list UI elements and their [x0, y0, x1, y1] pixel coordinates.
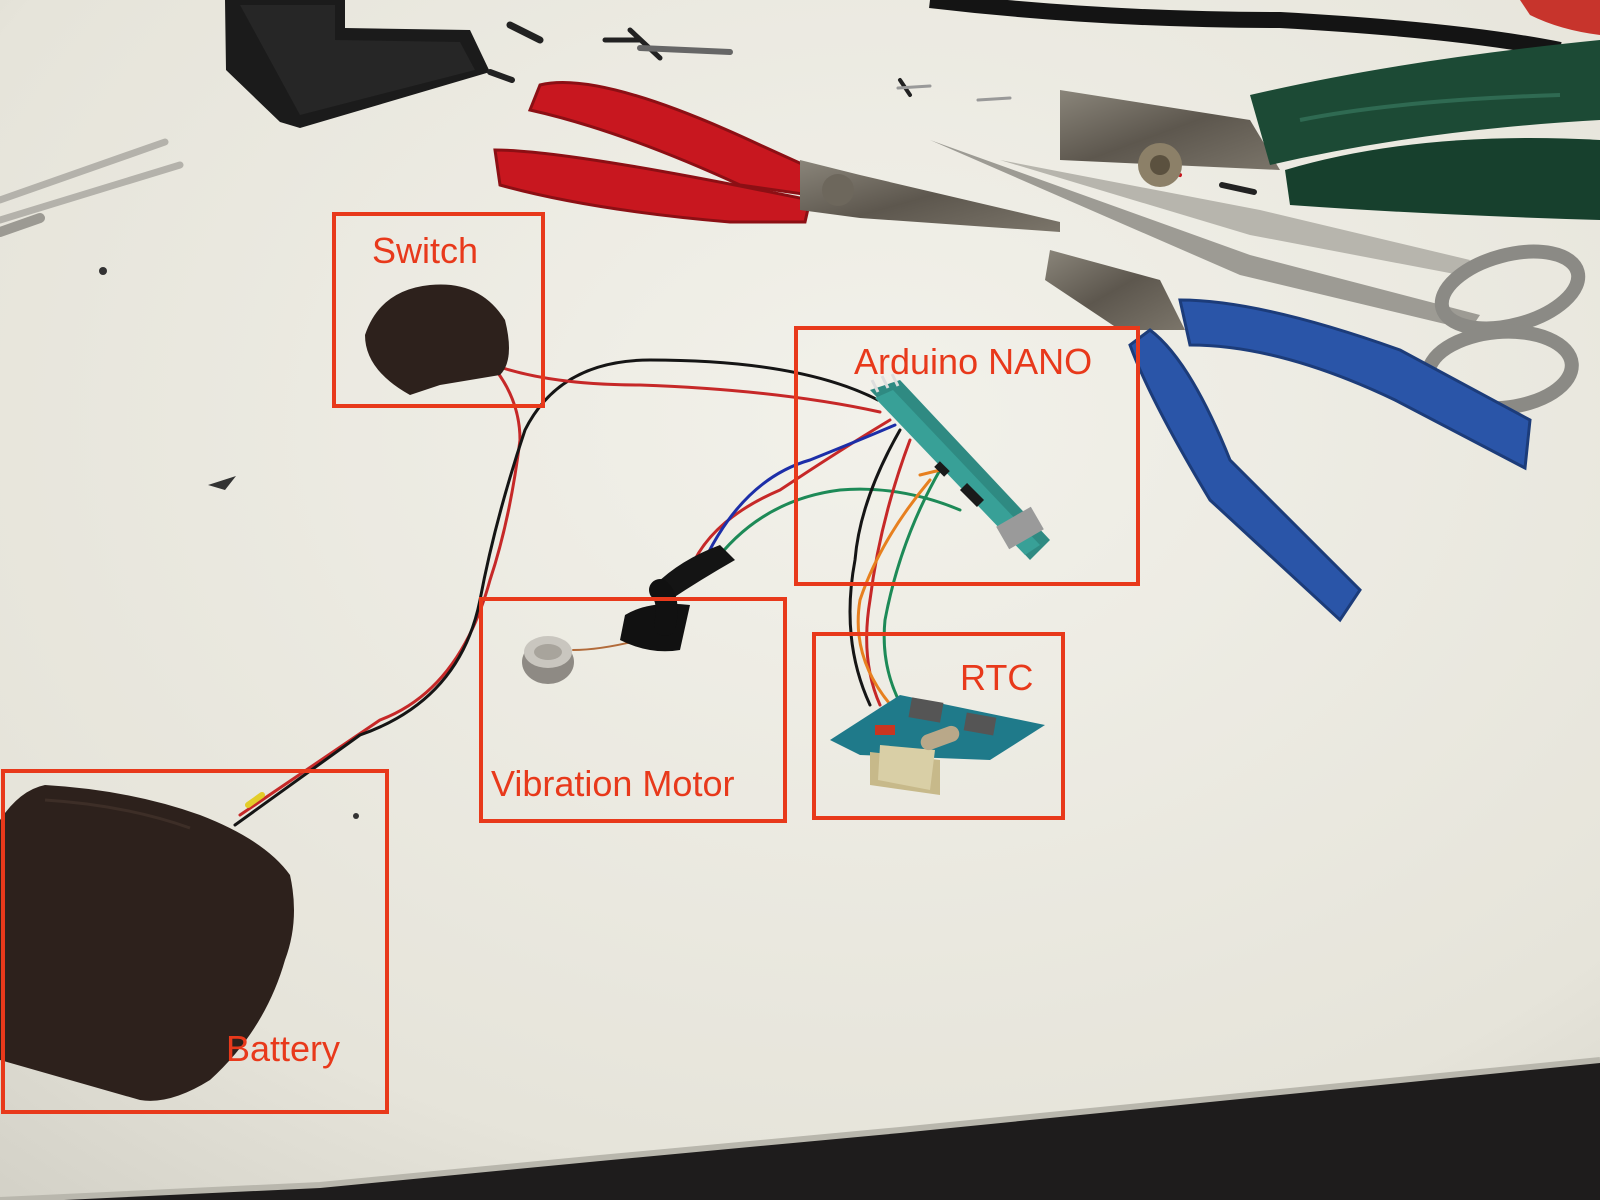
switch-callout-box	[332, 212, 545, 408]
heat-shrink-tube	[620, 545, 735, 652]
rtc-callout-box	[812, 632, 1065, 820]
blue-diagonal-cutters	[1045, 250, 1532, 623]
switch-felt-pad	[365, 284, 509, 395]
battery-label: Battery	[226, 1028, 341, 1069]
black-cable	[929, 0, 1562, 58]
vibration-motor-disc	[522, 636, 574, 684]
arduino-callout-box	[794, 326, 1140, 586]
green-wire-strippers	[1060, 40, 1600, 220]
table-edge	[0, 1057, 1600, 1200]
switch-label: Switch	[372, 230, 479, 271]
wiring	[233, 348, 962, 827]
tweezers	[0, 138, 184, 237]
arduino-nano-board	[870, 373, 1050, 560]
red-needle-nose-pliers	[493, 81, 1060, 232]
debris	[99, 267, 359, 819]
battery-callout-box	[1, 769, 389, 1114]
vibration-motor-label: Vibration Motor	[491, 763, 735, 804]
rtc-module	[830, 695, 1045, 795]
loose-components	[487, 21, 1257, 195]
arduino-label: Arduino NANO	[854, 341, 1093, 382]
battery-felt-pad	[0, 785, 294, 1101]
vibration-motor-callout-box	[479, 597, 787, 823]
rtc-label: RTC	[960, 657, 1034, 698]
